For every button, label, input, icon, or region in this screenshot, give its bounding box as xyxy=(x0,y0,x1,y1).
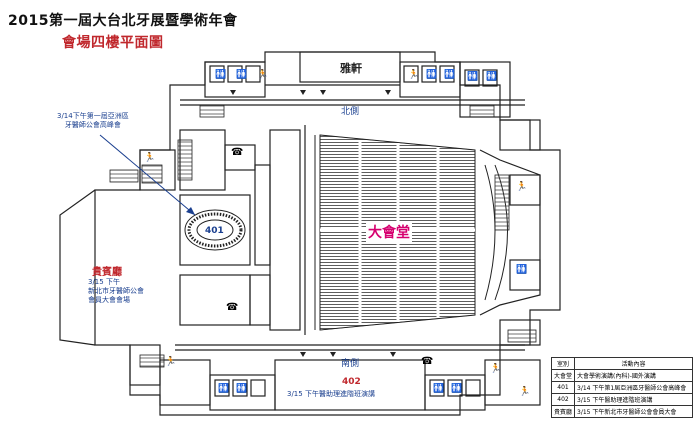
restroom-icon: 🚻 xyxy=(236,70,248,80)
table-row: 402 3/15 下午醫助理進階班演講 xyxy=(550,393,693,406)
room-label-yaxuan: 雅軒 xyxy=(340,62,362,75)
phone-icon: ☎ xyxy=(231,147,244,158)
restroom-icon: 🚻 xyxy=(218,384,230,394)
page-title: 2015第一屆大台北牙展暨學術年會 xyxy=(8,13,238,29)
north-annotation: 3/14下午第一屆亞洲區 牙醫師公會高峰會 xyxy=(57,112,129,130)
side-label-south: 南側 xyxy=(341,359,360,369)
restroom-icon: 🚻 xyxy=(516,265,528,275)
emergency-exit-icon: 🏃 xyxy=(516,182,528,192)
vip-annotation-line: 新北市牙醫師公會 xyxy=(88,287,144,295)
schedule-event: 大會學術演講(內科)-國外演講 xyxy=(574,369,693,382)
table-row: 貴賓廳 3/15 下午新北市牙醫師公會會員大會 xyxy=(550,405,693,418)
north-annotation-line: 3/14下午第一屆亞洲區 xyxy=(57,112,129,120)
restroom-icon: 🚻 xyxy=(433,384,445,394)
stairs xyxy=(109,104,537,368)
schedule-event: 3/14 下午第1屆亞洲區牙醫師公會高峰會 xyxy=(574,381,693,394)
vip-annotation-line: 3/15 下午 xyxy=(88,278,120,286)
corner-block-bottom-right xyxy=(484,359,541,406)
restroom-icon: 🚻 xyxy=(426,70,438,80)
vip-annotation: 3/15 下午 新北市牙醫師公會 會員大會會場 xyxy=(88,278,144,305)
restroom-icon: 🚻 xyxy=(486,72,498,82)
room402-annotation: 3/15 下午醫助理進階班演講 xyxy=(287,390,375,398)
schedule-event: 3/15 下午新北市牙醫師公會會員大會 xyxy=(574,405,693,418)
north-annotation-line: 牙醫師公會高峰會 xyxy=(64,121,121,129)
schedule-room: 401 xyxy=(550,381,576,394)
vip-annotation-line: 會員大會會場 xyxy=(88,296,130,304)
schedule-header-row: 室別 活動內容 xyxy=(550,357,693,370)
vip-hall-outline xyxy=(59,189,96,346)
restroom-icon: 🚻 xyxy=(467,72,479,82)
phone-icon: ☎ xyxy=(226,302,239,313)
emergency-exit-icon: 🏃 xyxy=(408,70,420,80)
stage xyxy=(479,149,541,316)
hall-side-column xyxy=(269,129,301,331)
note-pointer-arrow xyxy=(99,134,196,216)
schedule-room: 402 xyxy=(550,393,576,406)
room-label-great-hall: 大會堂 xyxy=(366,222,412,242)
corner-block-top-left xyxy=(204,61,266,98)
schedule-room: 大會堂 xyxy=(550,369,576,382)
building-outline xyxy=(94,51,561,416)
emergency-exit-icon: 🏃 xyxy=(257,70,269,80)
emergency-exit-icon: 🏃 xyxy=(144,153,156,163)
yaxuan-room xyxy=(299,51,401,83)
schedule-room: 貴賓廳 xyxy=(550,405,576,418)
restroom-icon: 🚻 xyxy=(215,70,227,80)
page-subtitle: 會場四樓平面圖 xyxy=(62,35,164,51)
restroom-icon: 🚻 xyxy=(444,70,456,80)
room-401-outline xyxy=(179,194,251,266)
schedule-event: 3/15 下午醫助理進階班演講 xyxy=(574,393,693,406)
phone-icon: ☎ xyxy=(421,356,434,367)
restroom-icon: 🚻 xyxy=(236,384,248,394)
room-401-seating xyxy=(184,209,246,251)
schedule-table: 室別 活動內容 大會堂 大會學術演講(內科)-國外演講 401 3/14 下午第… xyxy=(550,357,693,418)
room-label-401: 401 xyxy=(205,226,224,236)
schedule-header-event: 活動內容 xyxy=(574,357,693,370)
restroom-icon: 🚻 xyxy=(451,384,463,394)
emergency-exit-icon: 🏃 xyxy=(519,387,531,397)
room-label-vip-hall: 貴賓廳 xyxy=(92,267,122,278)
side-label-north: 北側 xyxy=(341,107,360,117)
emergency-exit-icon: 🏃 xyxy=(490,364,502,374)
schedule-header-room: 室別 xyxy=(550,357,576,370)
room-label-402: 402 xyxy=(342,377,361,387)
table-row: 401 3/14 下午第1屆亞洲區牙醫師公會高峰會 xyxy=(550,381,693,394)
table-row: 大會堂 大會學術演講(內科)-國外演講 xyxy=(550,369,693,382)
emergency-exit-icon: 🏃 xyxy=(165,357,177,367)
